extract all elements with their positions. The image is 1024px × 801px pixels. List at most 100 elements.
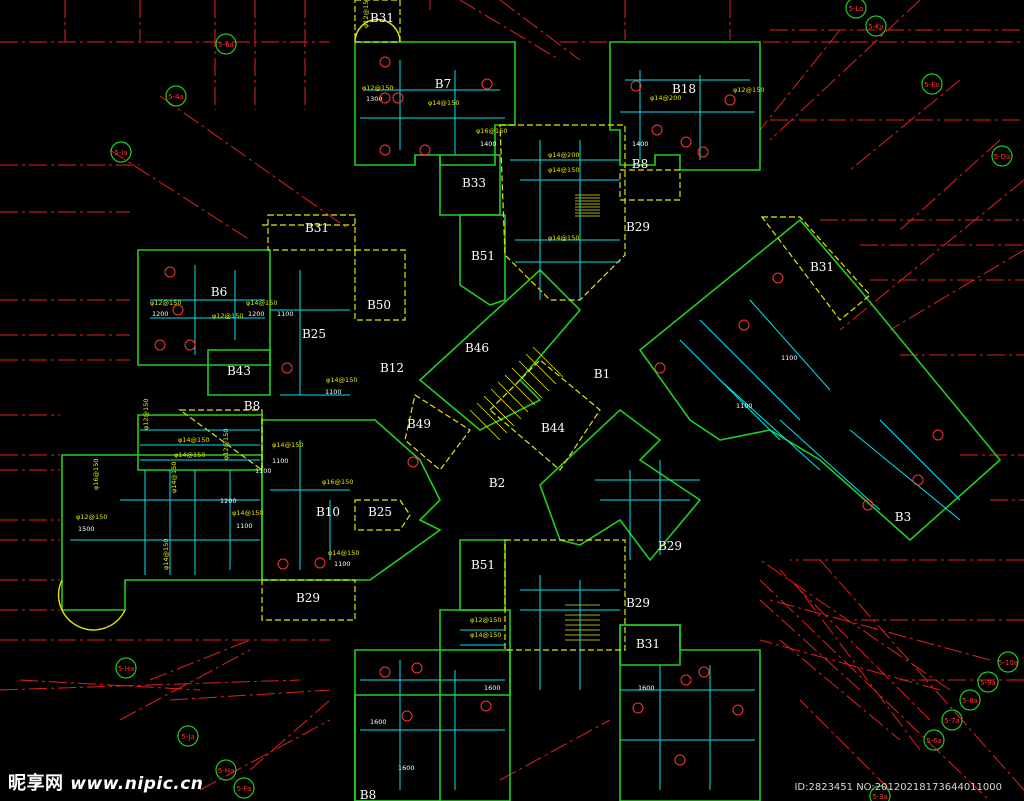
- marker-circle: [407, 456, 419, 468]
- marker-circle: [651, 124, 663, 136]
- axis-line: [889, 249, 1024, 331]
- axis-bubble-circle: [921, 73, 943, 95]
- rebar-label: φ14@200: [650, 94, 681, 102]
- wall-outline: [459, 539, 506, 611]
- rebar-label: φ14@150: [548, 166, 579, 174]
- room-label: B29: [626, 220, 650, 234]
- axis-bubble-label: 5-10a: [998, 659, 1018, 667]
- rebar-label: φ16@150: [92, 459, 100, 490]
- bay-window-arc: [354, 18, 401, 43]
- axis-bubble-label: 5-Ha: [118, 665, 135, 673]
- dimension-label: 1400: [480, 140, 497, 148]
- axis-bubble-label: 5-Da: [994, 153, 1011, 161]
- axis-line: [759, 559, 951, 691]
- wall-dashed: [619, 169, 681, 201]
- wall-dashed: [354, 249, 406, 321]
- room-label: B12: [380, 361, 404, 375]
- rebar-label: φ14@150: [170, 462, 178, 493]
- marker-circle: [379, 144, 391, 156]
- axis-bubble-label: 5-Ha: [218, 767, 235, 775]
- wall-outline: [539, 408, 702, 562]
- rebar-label: φ12@150: [733, 86, 764, 94]
- room-label: B10: [316, 505, 340, 519]
- axis-line: [499, 719, 611, 781]
- rebar-label: φ12@150: [142, 399, 150, 430]
- marker-circle: [912, 474, 924, 486]
- watermark-brand: 昵享网: [8, 773, 64, 794]
- dimension-label: 1600: [638, 684, 655, 692]
- axis-bubble-circle: [165, 85, 187, 107]
- rebar-label: φ12@150: [150, 299, 181, 307]
- room-label: B33: [462, 176, 486, 190]
- rebar-label: φ14@150: [272, 441, 303, 449]
- rebar-label: φ14@150: [178, 436, 209, 444]
- rebar-label: φ16@150: [476, 127, 507, 135]
- rebar-annotations: φ12@150 φ12@150 φ14@150 φ16@150 φ14@200 φ12@1…: [76, 0, 764, 639]
- axis-bubble-label: 5-Fa: [237, 785, 252, 793]
- axis-line: [849, 79, 961, 171]
- dimension-label: 1100: [255, 467, 272, 475]
- stair-tread: [483, 395, 515, 427]
- room-label: B44: [541, 421, 565, 435]
- axis-line: [799, 699, 891, 791]
- rebar-label: φ14@150: [428, 99, 459, 107]
- room-label: B2: [489, 476, 505, 490]
- room-label: B46: [465, 341, 489, 355]
- rebar-label: φ12@150: [470, 616, 501, 624]
- room-label: B25: [368, 505, 392, 519]
- marker-circle: [698, 666, 710, 678]
- wall-outline: [207, 349, 271, 396]
- dimension-label: 1600: [370, 718, 387, 726]
- axis-line: [109, 149, 251, 241]
- rebar-label: φ14@150: [326, 376, 357, 384]
- dimension-label: 1200: [152, 310, 169, 318]
- marker-circle: [932, 429, 944, 441]
- rebar-label: φ14@150: [548, 234, 579, 242]
- room-label: B25: [302, 327, 326, 341]
- axis-line: [769, 0, 921, 141]
- axis-bubble-label: 5-6a: [926, 737, 942, 745]
- axis-line: [499, 0, 581, 61]
- marker-circle: [724, 94, 736, 106]
- rebar-label: φ12@150: [76, 513, 107, 521]
- rebar-line: [719, 379, 821, 471]
- room-label: B6: [211, 285, 227, 299]
- marker-circle: [392, 92, 404, 104]
- axis-bubble-circle: [115, 657, 137, 679]
- axis-bubble-circle: [997, 651, 1019, 673]
- axis-line: [769, 599, 991, 661]
- rebar-line: [699, 319, 801, 421]
- marker-circle: [164, 266, 176, 278]
- axis-line: [169, 689, 331, 701]
- rebar-line: [849, 429, 961, 521]
- marker-circle: [172, 304, 184, 316]
- marker-circle: [401, 710, 413, 722]
- marker-circle: [674, 754, 686, 766]
- axis-line: [199, 719, 331, 791]
- image-id-label: ID:2823451 NO:20120218173644011000: [794, 782, 1002, 793]
- wall-outline: [638, 218, 1002, 542]
- axis-line: [119, 649, 251, 721]
- axis-line: [799, 589, 921, 751]
- dimension-label: 1200: [248, 310, 265, 318]
- axis-bubble-circle: [869, 785, 891, 801]
- wall-outline: [137, 249, 271, 366]
- dimension-label: 1100: [325, 388, 342, 396]
- axis-bubble-label: 5-Ka: [868, 23, 884, 31]
- dimension-label: 1400: [632, 140, 649, 148]
- room-label: B1: [594, 367, 610, 381]
- room-label: B3: [895, 510, 911, 524]
- room-label: B51: [471, 558, 495, 572]
- marker-circle: [697, 146, 709, 158]
- room-label: B8: [360, 788, 376, 801]
- wall-dashed: [354, 499, 411, 531]
- marker-circle: [654, 362, 666, 374]
- dimension-label: 1100: [277, 310, 294, 318]
- rebar-label: φ14@150: [246, 299, 277, 307]
- marker-circle: [680, 674, 692, 686]
- axis-line: [459, 0, 561, 61]
- wall-outline: [418, 268, 582, 431]
